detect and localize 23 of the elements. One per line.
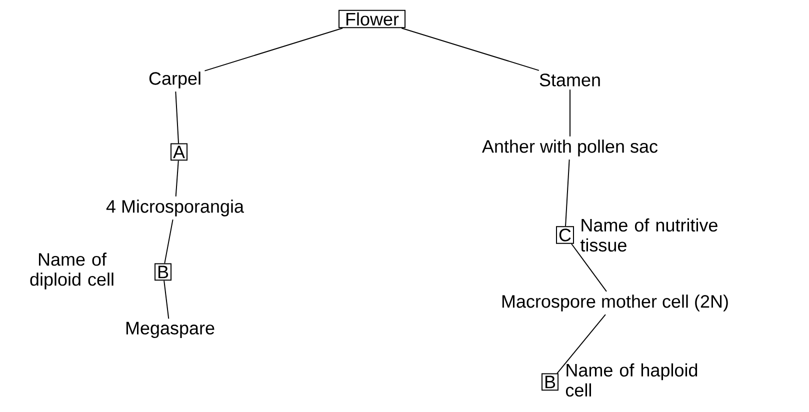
connector-line [556,314,606,374]
connector-line [175,91,180,144]
term-text: 4 Microsporangia [106,200,244,216]
beside-text: Name of nutritive tissue [580,218,718,252]
connector-line [175,160,179,197]
connector-line [204,28,344,72]
connector-line [164,280,170,320]
letter-box: C [556,226,574,244]
connector-line [164,219,174,264]
term-text: Macrospore mother cell (2N) [502,294,728,312]
connector-line [571,243,607,292]
term-text: Megaspare [126,322,214,338]
flower-box: Flower [338,10,406,28]
term-text: Anther with pollen sac [482,140,658,156]
term-text: Carpel [149,72,200,88]
connector-line [565,159,570,227]
connector-line [401,28,540,71]
letter-box: B [542,373,558,391]
beside-text: Name of diploid cell [30,252,114,290]
term-text: Stamen [540,74,600,86]
letter-box: A [170,143,188,161]
beside-text: Name of haploid cell [566,363,698,397]
letter-box: B [154,263,172,281]
